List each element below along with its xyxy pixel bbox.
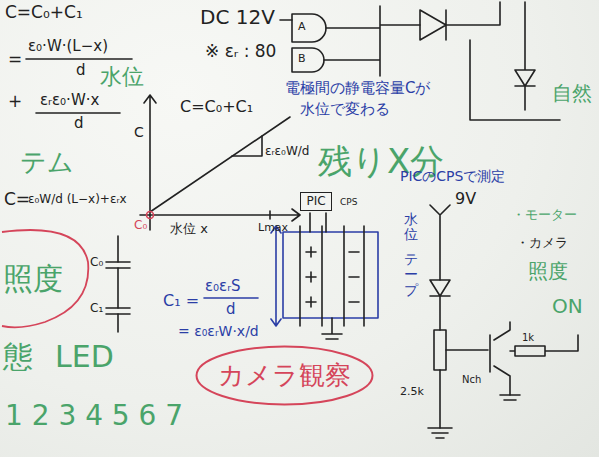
- axis-label: C: [134, 124, 144, 140]
- formula-text: = ε₀εᵣW·x/d: [178, 323, 259, 339]
- part-label: CPS: [340, 197, 357, 207]
- node-text: PIC: [306, 195, 325, 209]
- antenna-symbol: [430, 205, 450, 280]
- red-loop: [2, 230, 88, 327]
- note-text: 照度: [528, 260, 568, 283]
- formula-text: C=C₀+C₁: [180, 98, 253, 116]
- note-text: 1 2 3 4 5 6 7: [5, 400, 183, 432]
- diode-symbol: [515, 2, 535, 110]
- axis-label: 水位 x: [170, 222, 208, 237]
- axis-label: C₀: [134, 219, 147, 233]
- ground-symbol: [500, 395, 520, 400]
- slope-line: [150, 117, 290, 212]
- note-text: PICのCPSで測定: [400, 168, 505, 184]
- wire: [310, 213, 326, 232]
- ellipse-outline: [197, 347, 373, 405]
- supply-label: DC 12V: [200, 6, 275, 29]
- part-label: C₀: [90, 256, 103, 270]
- note-text: テム: [20, 148, 74, 178]
- note-text: 水位で変わる: [300, 101, 390, 118]
- part-label: 1k: [522, 332, 534, 344]
- formula-text: d: [74, 115, 84, 132]
- graph-axis: [140, 209, 300, 221]
- camera-ellipse: カメラ観察: [195, 345, 374, 406]
- fraction-bar: [36, 112, 120, 114]
- wire: [446, 2, 560, 120]
- formula-text: +: [8, 92, 22, 112]
- minus-sign: [349, 252, 359, 302]
- slope-triangle: [232, 136, 262, 156]
- formula-text: C=: [4, 190, 30, 210]
- note-text: ON: [552, 295, 583, 318]
- formula-text: =: [8, 50, 22, 70]
- formula-text: ε₀εᵣS: [205, 278, 241, 295]
- logic-gate: [292, 48, 324, 72]
- resistor-symbol: [510, 335, 578, 356]
- controller-box: PIC: [300, 192, 332, 211]
- formula-text: ε₀W/d (L−x)+εᵣx: [28, 193, 127, 207]
- part-label: C₁: [90, 302, 103, 316]
- wire: [117, 236, 119, 332]
- note-text: テープ: [404, 252, 418, 298]
- water-level-arrow: [271, 226, 281, 326]
- slope-label: εᵣε₀W/d: [265, 145, 309, 159]
- node-text: カメラ観察: [218, 361, 351, 391]
- ground-symbol: [322, 318, 342, 339]
- note-text: 照度: [3, 262, 63, 297]
- buffer-symbol: [420, 10, 446, 40]
- note-text: 水位: [100, 64, 144, 89]
- formula-text: C₁ =: [163, 292, 199, 310]
- note-text: 電極間の静電容量Cが: [285, 80, 430, 97]
- formula-text: εᵣε₀·W·x: [40, 92, 99, 109]
- gate-label: B: [298, 53, 306, 66]
- note-text: 自然: [552, 82, 592, 105]
- transistor-symbol: [490, 322, 510, 395]
- formula-text: ε₀·W·(L−x): [28, 38, 108, 55]
- wire: [280, 6, 420, 76]
- diode-symbol: [430, 280, 450, 330]
- axis-label: Lmax: [258, 222, 288, 235]
- origin-mark: [147, 212, 154, 219]
- formula-text: C=C₀+C₁: [5, 3, 83, 23]
- formula-text: d: [76, 62, 86, 79]
- part-label: 2.5k: [400, 386, 424, 399]
- note-text: LED: [55, 340, 114, 375]
- fraction-bar: [204, 297, 258, 299]
- gate-label: A: [298, 21, 306, 34]
- supply-label: 9V: [455, 190, 476, 208]
- wire: [440, 350, 488, 428]
- note-text: 水位: [404, 212, 418, 243]
- note-text: ※ εᵣ : 80: [205, 42, 276, 62]
- axis-tick: [269, 211, 271, 219]
- note-text: 態: [3, 340, 33, 375]
- note-text: ・モーター: [512, 208, 577, 223]
- electrode-plate: [300, 226, 364, 326]
- formula-text: d: [226, 301, 236, 318]
- capacitor-symbol: [106, 262, 130, 268]
- fraction-bar: [26, 58, 132, 60]
- ground-symbol: [428, 428, 452, 438]
- part-label: Nch: [462, 374, 481, 386]
- plus-sign: [306, 247, 316, 307]
- logic-gate: [292, 14, 326, 42]
- capacitor-symbol: [106, 308, 130, 314]
- resistor-symbol: [434, 330, 446, 370]
- note-text: ・カメラ: [516, 236, 568, 251]
